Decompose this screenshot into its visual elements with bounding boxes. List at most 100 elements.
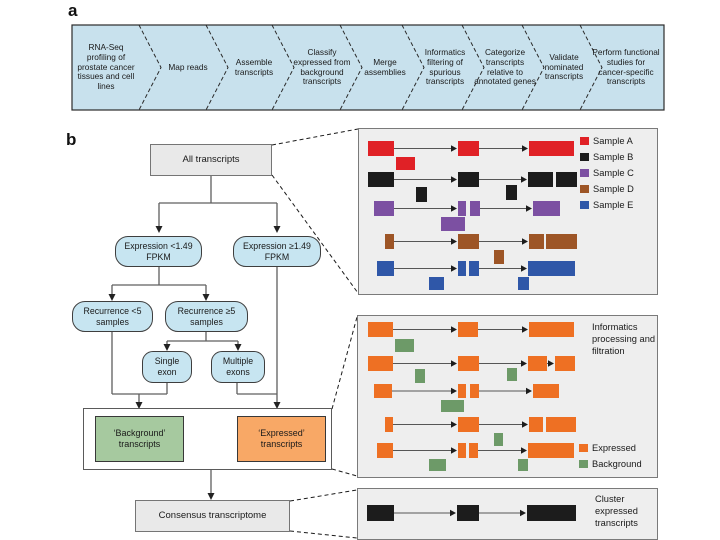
filtration-note: Informatics processing and filtration bbox=[592, 322, 656, 357]
filtration-transcript-diagram bbox=[368, 322, 576, 471]
exon-box bbox=[458, 322, 478, 337]
exon-box bbox=[555, 356, 575, 371]
zoom-link-lines bbox=[271, 128, 359, 539]
legend-swatch bbox=[580, 169, 589, 177]
classification-group-box bbox=[83, 408, 332, 470]
intron-arrowhead bbox=[451, 265, 457, 272]
intron-arrowhead bbox=[522, 145, 528, 152]
legend-label: Sample E bbox=[593, 200, 634, 210]
legend-item: Sample D bbox=[580, 184, 634, 194]
intron-arrowhead bbox=[451, 145, 457, 152]
exon-box bbox=[528, 172, 553, 187]
pipeline-step: Merge assemblies bbox=[364, 56, 406, 77]
offset-exon-box bbox=[494, 250, 504, 264]
exon-box bbox=[529, 141, 574, 156]
node-recurrence-low: Recurrence <5 samples bbox=[72, 301, 153, 332]
intron-arrowhead bbox=[548, 360, 554, 367]
panel-b-label: b bbox=[66, 130, 77, 149]
intron-arrowhead bbox=[451, 326, 457, 333]
legend-label: Sample B bbox=[593, 152, 634, 162]
offset-exon-box bbox=[429, 277, 444, 290]
node-single-exon: Single exon bbox=[142, 351, 192, 383]
exon-box bbox=[470, 384, 479, 398]
pipeline-step: Perform functional studies for cancer-sp… bbox=[592, 46, 660, 87]
pipeline-step: Assemble transcripts bbox=[234, 56, 274, 77]
exon-box bbox=[546, 417, 576, 432]
intron-arrowhead bbox=[451, 176, 457, 183]
offset-exon-box bbox=[518, 459, 528, 471]
intron-arrowhead bbox=[522, 238, 528, 245]
exon-box bbox=[458, 384, 466, 398]
intron-arrowhead bbox=[450, 509, 456, 517]
intron-arrowhead bbox=[522, 326, 528, 333]
offset-exon-box bbox=[415, 369, 425, 383]
node-background-transcripts: ‘Background’ transcripts bbox=[95, 416, 184, 462]
legend-swatch bbox=[580, 185, 589, 193]
offset-exon-box bbox=[518, 277, 529, 290]
exon-box bbox=[458, 172, 479, 187]
exon-box bbox=[458, 356, 479, 371]
intron-arrowhead bbox=[451, 387, 457, 395]
arrowheads bbox=[108, 226, 281, 500]
node-recurrence-high: Recurrence ≥5 samples bbox=[165, 301, 248, 332]
intron-arrowhead bbox=[451, 238, 457, 245]
exon-box bbox=[529, 234, 544, 249]
exon-box bbox=[546, 234, 577, 249]
intron-arrowhead bbox=[451, 205, 457, 212]
pipeline-step: Map reads bbox=[168, 61, 208, 72]
exon-box bbox=[457, 505, 479, 521]
intron-arrowhead bbox=[521, 360, 527, 367]
intron-arrowhead bbox=[522, 421, 528, 428]
exon-box bbox=[367, 505, 394, 521]
exon-box bbox=[374, 384, 392, 398]
offset-exon-box bbox=[396, 157, 415, 170]
exon-box bbox=[528, 261, 575, 276]
legend-item: Sample A bbox=[580, 136, 633, 146]
cluster-transcript-diagram bbox=[367, 505, 576, 521]
exon-box bbox=[458, 141, 479, 156]
node-expressed-transcripts: ‘Expressed’ transcripts bbox=[237, 416, 326, 462]
node-expression-high: Expression ≥1.49 FPKM bbox=[233, 236, 321, 267]
exon-box bbox=[529, 417, 543, 432]
node-all-transcripts: All transcripts bbox=[150, 144, 272, 176]
intron-arrowhead bbox=[451, 447, 457, 454]
exon-box bbox=[458, 417, 479, 432]
sample-transcript-diagram bbox=[368, 141, 577, 290]
exon-box bbox=[385, 234, 394, 249]
exon-box bbox=[529, 322, 574, 337]
exon-box bbox=[470, 201, 480, 216]
offset-exon-box bbox=[395, 339, 414, 352]
cluster-panel: Cluster expressed transcripts bbox=[357, 488, 658, 540]
legend-swatch bbox=[580, 137, 589, 145]
legend-label: Expressed bbox=[592, 443, 636, 453]
legend-item: Expressed bbox=[579, 443, 636, 453]
intron-arrowhead bbox=[521, 265, 527, 272]
exon-box bbox=[374, 201, 394, 216]
exon-box bbox=[385, 417, 393, 432]
exon-box bbox=[458, 234, 479, 249]
pipeline-chevron-band bbox=[71, 24, 665, 111]
pipeline-step: Classify expressed from background trans… bbox=[293, 46, 351, 87]
legend-item: Sample E bbox=[580, 200, 633, 210]
exon-box bbox=[528, 443, 574, 458]
exon-box bbox=[368, 141, 394, 156]
chevron-band-rect bbox=[71, 24, 665, 111]
exon-box bbox=[458, 261, 466, 276]
exon-box bbox=[556, 172, 577, 187]
offset-exon-box bbox=[507, 368, 517, 381]
legend-item: Sample B bbox=[580, 152, 633, 162]
exon-box bbox=[368, 322, 393, 337]
intron-arrowhead bbox=[451, 360, 457, 367]
offset-exon-box bbox=[441, 217, 465, 231]
exon-box bbox=[527, 505, 576, 521]
legend-swatch bbox=[579, 460, 588, 468]
legend-item: Background bbox=[579, 459, 642, 469]
pipeline-step: Informatics filtering of spurious transc… bbox=[424, 46, 466, 87]
intron-arrowhead bbox=[526, 205, 532, 212]
offset-exon-box bbox=[494, 433, 503, 446]
offset-exon-box bbox=[506, 185, 517, 200]
exon-box bbox=[368, 172, 394, 187]
